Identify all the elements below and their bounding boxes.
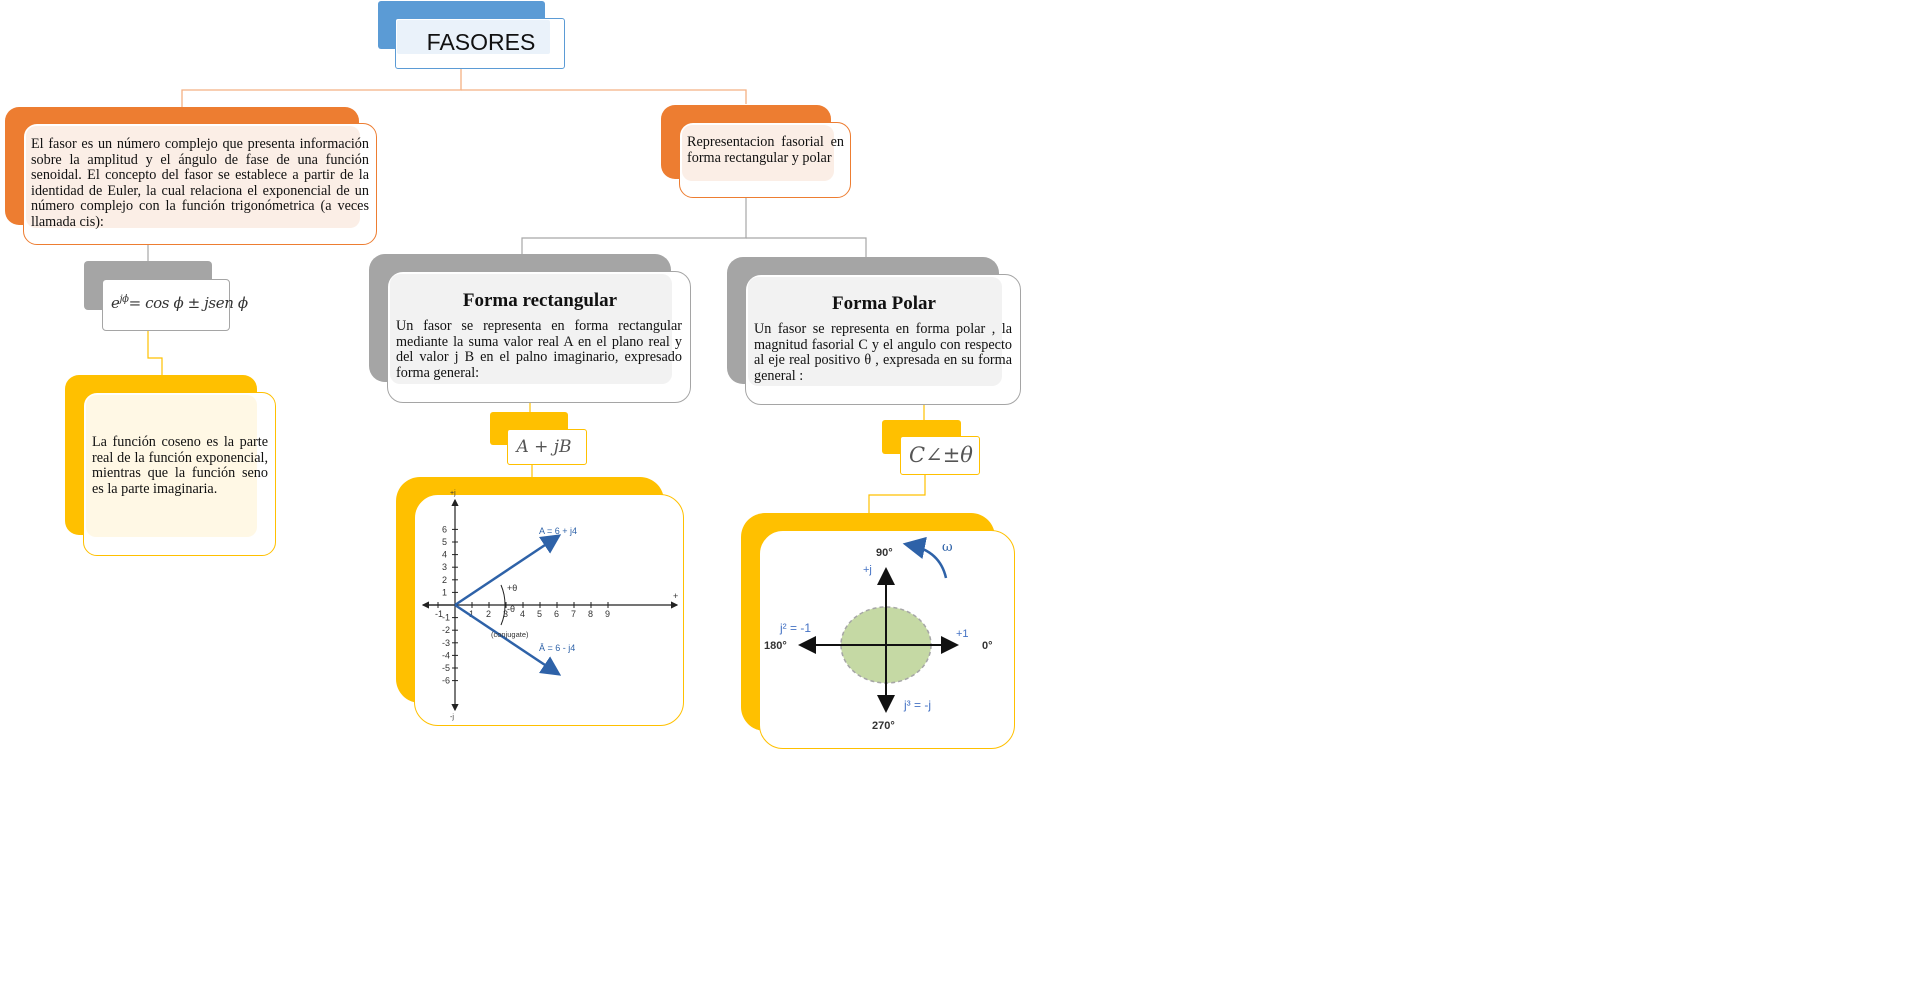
x-tick-label: -1 bbox=[435, 609, 443, 619]
y-axis-top-label: +j bbox=[450, 490, 456, 497]
y-tick-label: 1 bbox=[442, 587, 447, 597]
rect-axes bbox=[421, 498, 679, 712]
y-tick-label: 2 bbox=[442, 575, 447, 585]
polar-left-label: 180° bbox=[764, 640, 787, 652]
representation-text: Representacion fasorial en forma rectang… bbox=[687, 134, 844, 166]
x-tick-label: 7 bbox=[571, 609, 576, 619]
angle-neg-label: -θ bbox=[507, 604, 515, 614]
euler-rhs: = cos ϕ ± jsen ϕ bbox=[128, 294, 248, 312]
polar-top-label: 90° bbox=[876, 547, 893, 559]
polar-formula-box: C∠±θ bbox=[900, 436, 980, 475]
y-tick-label: 4 bbox=[442, 550, 447, 560]
x-tick-label: 4 bbox=[520, 609, 525, 619]
euler-formula: ejϕ= cos ϕ ± jsen ϕ bbox=[111, 294, 248, 312]
y-tick-label: 3 bbox=[442, 562, 447, 572]
representation-box: Representacion fasorial en forma rectang… bbox=[679, 122, 851, 198]
connector-title-branches bbox=[181, 69, 462, 107]
x-axis-end-label: + bbox=[673, 591, 678, 601]
vector-a-conjugate bbox=[454, 603, 562, 676]
x-tick-label: 8 bbox=[588, 609, 593, 619]
page-title: FASORES bbox=[426, 29, 536, 55]
euler-lhs: e bbox=[111, 294, 120, 312]
x-tick-label: 6 bbox=[554, 609, 559, 619]
polar-formula: C∠±θ bbox=[909, 443, 973, 467]
connector-title-right bbox=[461, 89, 747, 104]
polar-graph-box: ω 90° 270° 180° 0° +j +1 j² = -1 j³ = -j bbox=[759, 530, 1015, 749]
x-tick-label: 3 bbox=[503, 609, 508, 619]
j3-label: j³ = -j bbox=[903, 698, 931, 712]
rect-formula-box: A + jB bbox=[507, 429, 587, 465]
omega-label: ω bbox=[942, 540, 953, 555]
rect-box: Forma rectangular Un fasor se representa… bbox=[387, 271, 691, 403]
y-tick-label: -1 bbox=[442, 613, 450, 623]
rect-graph-box: -1 1 2 3 4 5 6 7 8 9 6 5 4 3 2 1 -1 -2 -3 -4 -5 -6 + +j -j +θ… bbox=[414, 490, 684, 726]
j2-label: j² = -1 bbox=[779, 621, 811, 635]
polar-title: Forma Polar bbox=[832, 293, 936, 314]
angle-arc-pos bbox=[500, 584, 506, 606]
note-text: La función coseno es la parte real de la… bbox=[92, 434, 268, 497]
definition-box: El fasor es un número complejo que prese… bbox=[23, 123, 377, 245]
plus-one-label: +1 bbox=[956, 628, 969, 640]
conjugate-note: (conjugate) bbox=[491, 630, 529, 639]
polar-right-label: 0° bbox=[982, 640, 993, 652]
y-tick-label: -2 bbox=[442, 625, 450, 635]
y-tick-label: -4 bbox=[442, 650, 450, 660]
rect-title: Forma rectangular bbox=[462, 290, 618, 311]
x-tick-label: 1 bbox=[469, 609, 474, 619]
polar-text: Un fasor se representa en forma polar , … bbox=[754, 321, 1012, 384]
title-box: FASORES bbox=[395, 18, 565, 69]
angle-pos-label: +θ bbox=[507, 583, 517, 593]
y-axis-bottom-label: -j bbox=[450, 714, 454, 721]
angle-arc-neg bbox=[500, 604, 506, 626]
rect-text: Un fasor se representa en forma rectangu… bbox=[396, 318, 682, 381]
x-tick-label: 2 bbox=[486, 609, 491, 619]
connector-pformula-graph bbox=[868, 475, 926, 514]
euler-box: ejϕ= cos ϕ ± jsen ϕ bbox=[102, 279, 248, 331]
rect-graph: -1 1 2 3 4 5 6 7 8 9 6 5 4 3 2 1 -1 -2 -3 -4 -5 -6 + +j -j +θ… bbox=[421, 490, 679, 721]
definition-text: El fasor es un número complejo que prese… bbox=[31, 136, 369, 230]
polar-graph: ω 90° 270° 180° 0° +j +1 j² = -1 j³ = -j bbox=[764, 536, 993, 732]
vector-a bbox=[454, 534, 562, 607]
omega-arrow bbox=[902, 536, 948, 579]
x-tick-label: 5 bbox=[537, 609, 542, 619]
note-box: La función coseno es la parte real de la… bbox=[83, 392, 276, 556]
connector-euler-note bbox=[147, 330, 163, 375]
connector-rep-branches bbox=[521, 198, 747, 255]
y-tick-label: -3 bbox=[442, 638, 450, 648]
y-tick-label: -5 bbox=[442, 663, 450, 673]
x-tick-label: 9 bbox=[605, 609, 610, 619]
plus-j-label: +j bbox=[863, 564, 872, 576]
y-tick-label: 5 bbox=[442, 537, 447, 547]
polar-bottom-label: 270° bbox=[872, 720, 895, 732]
connector-rep-polar bbox=[746, 237, 867, 258]
polar-box: Forma Polar Un fasor se representa en fo… bbox=[745, 274, 1021, 405]
y-tick-label: 6 bbox=[442, 524, 447, 534]
rect-ticks: -1 1 2 3 4 5 6 7 8 9 6 5 4 3 2 1 -1 -2 -3 -4 -5 -6 bbox=[435, 524, 610, 685]
vector-a-label: A = 6 + j4 bbox=[539, 526, 577, 536]
rect-formula: A + jB bbox=[516, 437, 572, 457]
vector-conjugate-label: Ā = 6 - j4 bbox=[539, 643, 575, 653]
y-tick-label: -6 bbox=[442, 676, 450, 686]
euler-exp: jϕ bbox=[119, 294, 129, 305]
